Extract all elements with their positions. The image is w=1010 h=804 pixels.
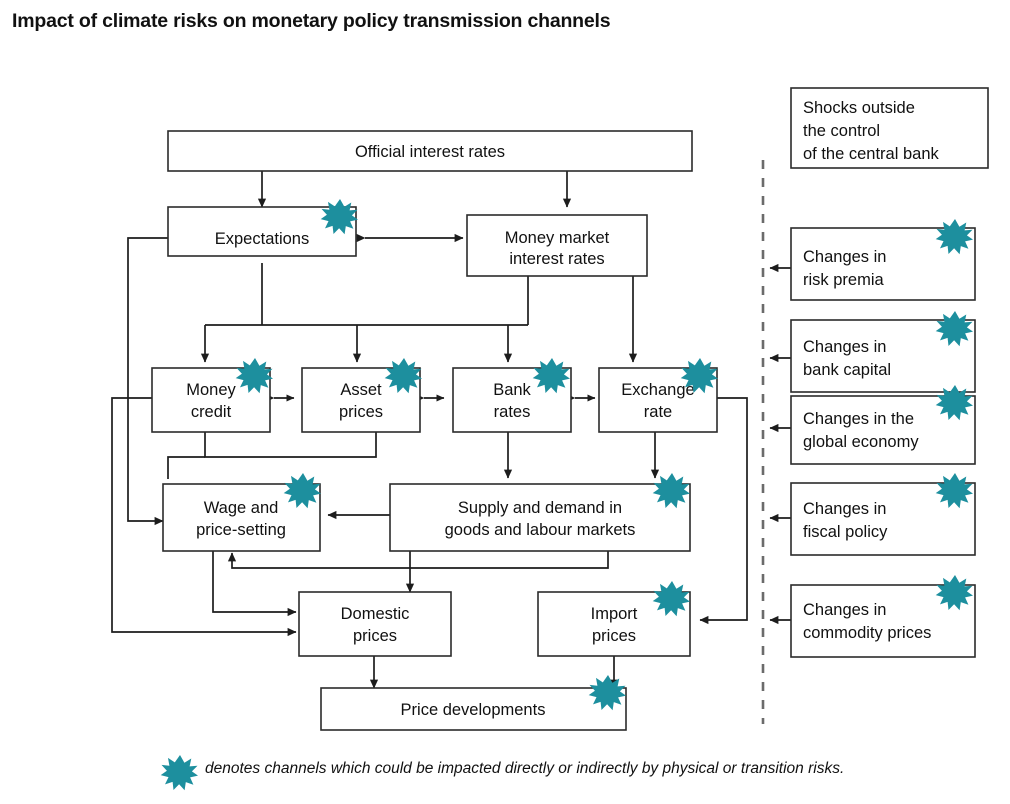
- node-domestic-prices[interactable]: Domestic prices: [298, 591, 452, 657]
- shock-label-line1: Changes in: [803, 248, 886, 266]
- node-label: Price developments: [401, 701, 546, 719]
- legend-footnote-text: denotes channels which could be impacted…: [205, 760, 845, 777]
- node-supply-and-demand[interactable]: Supply and demand in goods and labour ma…: [389, 473, 691, 552]
- node-label-line1: Wage and: [204, 499, 279, 517]
- shocks-header-line3: of the central bank: [803, 145, 940, 163]
- node-label-line1: Exchange: [621, 381, 694, 399]
- node-label-line2: prices: [353, 627, 397, 645]
- node-wage-and-price-setting[interactable]: Wage and price-setting: [162, 473, 321, 552]
- node-label-line1: Import: [591, 605, 638, 623]
- node-label-line2: prices: [339, 403, 383, 421]
- shock-label-line2: global economy: [803, 433, 919, 451]
- node-label-line2: prices: [592, 627, 636, 645]
- node-label-line1: Money market: [505, 229, 610, 247]
- node-label: Official interest rates: [355, 143, 505, 161]
- node-asset-prices[interactable]: Asset prices: [301, 358, 422, 433]
- node-money-market-interest-rates[interactable]: Money market interest rates: [466, 214, 648, 277]
- shock-label-line2: bank capital: [803, 361, 891, 379]
- shocks-header-line1: Shocks outside: [803, 99, 915, 117]
- node-expectations[interactable]: Expectations: [167, 199, 358, 257]
- node-label-line1: Domestic: [341, 605, 410, 623]
- node-money-credit[interactable]: Money credit: [151, 358, 273, 433]
- shock-label-line1: Changes in: [803, 601, 886, 619]
- shock-label-line1: Changes in: [803, 338, 886, 356]
- shock-item-risk-premia[interactable]: Changes in risk premia: [790, 219, 976, 301]
- node-price-developments[interactable]: Price developments: [320, 675, 627, 731]
- shock-item-fiscal-policy[interactable]: Changes in fiscal policy: [790, 473, 976, 556]
- legend-star-icon: [160, 755, 198, 791]
- node-label-line1: Bank: [493, 381, 531, 399]
- shocks-panel-header: Shocks outside the control of the centra…: [790, 87, 989, 169]
- node-bank-rates[interactable]: Bank rates: [452, 358, 572, 433]
- node-label-line2: rates: [494, 403, 531, 421]
- shocks-header-line2: the control: [803, 122, 880, 140]
- shock-label-line2: fiscal policy: [803, 523, 888, 541]
- shock-label-line2: commodity prices: [803, 624, 931, 642]
- node-label-line2: price-setting: [196, 521, 286, 539]
- shock-item-commodity-prices[interactable]: Changes in commodity prices: [790, 575, 976, 658]
- node-import-prices[interactable]: Import prices: [537, 581, 691, 657]
- node-label-line2: credit: [191, 403, 232, 421]
- node-label: Expectations: [215, 230, 309, 248]
- node-label-line1: Supply and demand in: [458, 499, 622, 517]
- node-official-interest-rates[interactable]: Official interest rates: [167, 130, 693, 172]
- shock-label-line2: risk premia: [803, 271, 885, 289]
- page-title: Impact of climate risks on monetary poli…: [12, 10, 611, 32]
- shock-item-bank-capital[interactable]: Changes in bank capital: [790, 311, 976, 393]
- shock-item-global-economy[interactable]: Changes in the global economy: [790, 385, 976, 465]
- node-label-line1: Asset: [340, 381, 382, 399]
- node-label-line2: rate: [644, 403, 672, 421]
- connector-lines: [111, 160, 791, 724]
- node-exchange-rate[interactable]: Exchange rate: [598, 358, 718, 433]
- node-label-line1: Money: [186, 381, 236, 399]
- shock-label-line1: Changes in: [803, 500, 886, 518]
- node-label-line2: interest rates: [509, 250, 604, 268]
- node-label-line2: goods and labour markets: [445, 521, 636, 539]
- shock-label-line1: Changes in the: [803, 410, 914, 428]
